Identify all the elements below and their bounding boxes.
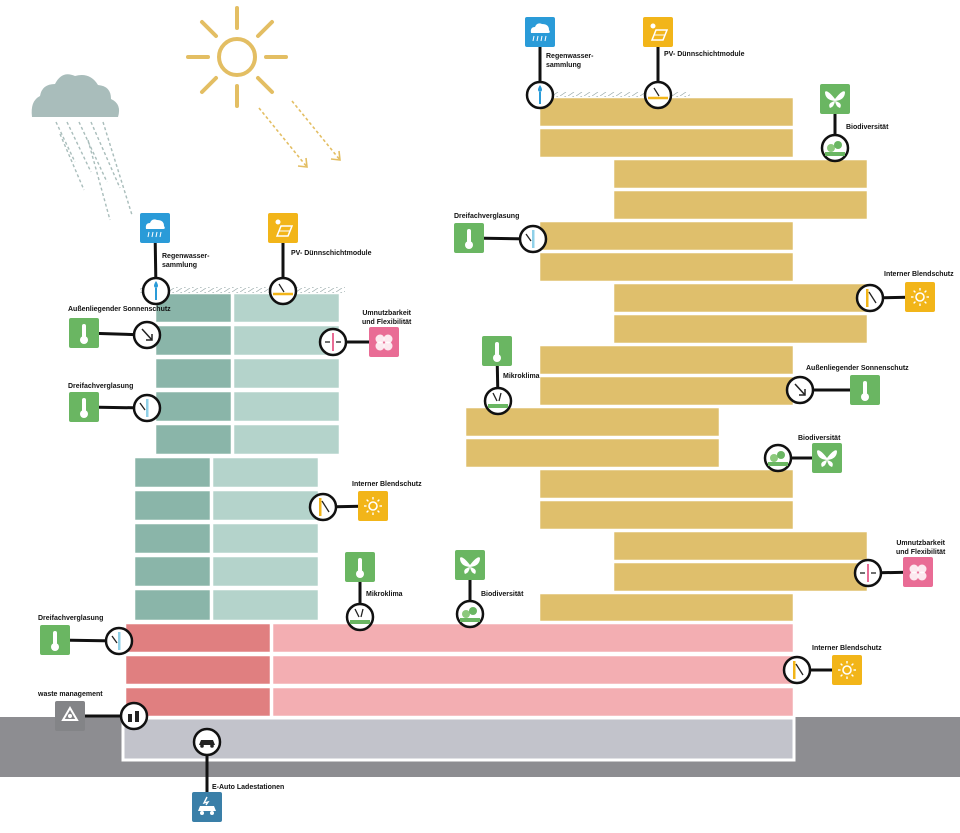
rain-cloud-graphic [31, 74, 133, 221]
thermometer-icon [454, 223, 484, 253]
label-waste: waste management [38, 691, 103, 698]
callout-microclimate-left [345, 552, 375, 632]
magnifier-detail [785, 375, 815, 405]
label-ev: E-Auto Ladestationen [212, 784, 285, 791]
callout-reuse-left [318, 327, 399, 357]
callout-pv-right [643, 17, 673, 110]
callout-rain-left [140, 213, 171, 306]
left-tower-lower [132, 455, 321, 623]
label-pv-left: PV- Dünnschichtmodule [291, 250, 372, 257]
callout-waste [55, 701, 149, 731]
callout-pv-left [268, 213, 298, 306]
sun-icon [832, 655, 862, 685]
solar-panel-icon [643, 17, 673, 47]
magnifier-detail [104, 626, 134, 656]
label-triple-right: Dreifachverglasung [454, 213, 520, 220]
callout-triple-left [69, 392, 162, 423]
thermometer-icon [69, 318, 99, 348]
magnifier-detail [525, 80, 555, 110]
callout-triple-right [454, 223, 548, 254]
recycle-icon [55, 701, 85, 731]
label-microclimate-right: Mikroklima [503, 373, 540, 380]
label-reuse-right: Umnutzbarkeit und Flexibilität [896, 540, 946, 556]
callout-rain-right [525, 17, 555, 110]
magnifier-detail [518, 224, 548, 254]
callout-sunshade-left [69, 318, 162, 350]
podium [123, 621, 796, 719]
magnifier-detail [268, 276, 298, 306]
callout-triple-podium [40, 625, 134, 656]
magnifier-detail [192, 727, 222, 757]
callout-biodiv-right-mid [763, 443, 842, 473]
sun-graphic [186, 6, 288, 108]
butterfly-icon [455, 550, 485, 580]
callout-glare-right-top [855, 282, 935, 313]
rain-cloud-icon [140, 213, 170, 243]
sun-rays-arrows [258, 100, 341, 168]
label-microclimate-left: Mikroklima [366, 591, 403, 598]
left-tower-upper [153, 291, 342, 457]
magnifier-detail [782, 655, 812, 685]
callout-biodiv-center [455, 550, 485, 629]
magnifier-detail [345, 602, 375, 632]
label-biodiv-center: Biodiversität [481, 591, 524, 598]
thermometer-icon [40, 625, 70, 655]
sun-icon [358, 491, 388, 521]
flexibility-icon [903, 557, 933, 587]
label-triple-left: Dreifachverglasung [68, 383, 134, 390]
label-glare-left: Interner Blendschutz [352, 481, 422, 488]
label-reuse-left: Umnutzbarkeit und Flexibilität [362, 310, 412, 326]
label-glare-podium: Interner Blendschutz [812, 645, 882, 652]
label-rain-left: Regenwasser- sammlung [162, 253, 210, 269]
flexibility-icon [369, 327, 399, 357]
magnifier-detail [483, 386, 513, 416]
label-pv-right: PV- Dünnschichtmodule [664, 51, 745, 58]
magnifier-detail [132, 320, 162, 350]
label-biodiv-right-mid: Biodiversität [798, 435, 841, 442]
magnifier-detail [318, 327, 348, 357]
car-charging-icon [192, 792, 222, 822]
basement [121, 716, 796, 762]
roof-hatch-left [140, 287, 345, 293]
solar-panel-icon [268, 213, 298, 243]
butterfly-icon [820, 84, 850, 114]
callout-biodiv-right-top [820, 84, 850, 163]
magnifier-detail [855, 283, 885, 313]
callout-ev [192, 727, 222, 822]
magnifier-detail [853, 558, 883, 588]
label-sunshade-right: Außenliegender Sonnenschutz [806, 365, 909, 372]
magnifier-detail [308, 492, 338, 522]
thermometer-icon [69, 392, 99, 422]
label-biodiv-right-top: Biodiversität [846, 124, 889, 131]
magnifier-detail [455, 599, 485, 629]
butterfly-icon [812, 443, 842, 473]
magnifier-detail [643, 80, 673, 110]
right-tower [463, 95, 870, 624]
label-rain-right: Regenwasser- sammlung [546, 53, 594, 69]
label-triple-podium: Dreifachverglasung [38, 615, 104, 622]
label-sunshade-left: Außenliegender Sonnenschutz [68, 306, 171, 313]
rain-cloud-icon [525, 17, 555, 47]
label-glare-right-top: Interner Blendschutz [884, 271, 954, 278]
magnifier-detail [119, 701, 149, 731]
magnifier-detail [820, 133, 850, 163]
magnifier-detail [763, 443, 793, 473]
callout-glare-podium [782, 655, 862, 685]
thermometer-icon [482, 336, 512, 366]
magnifier-detail [141, 276, 171, 306]
magnifier-detail [132, 393, 162, 423]
callout-microclimate-right [482, 336, 513, 416]
roof-hatch-right [540, 92, 690, 97]
callout-reuse-right [853, 557, 933, 588]
thermometer-icon [345, 552, 375, 582]
callout-sunshade-right [785, 375, 880, 405]
callout-glare-left [308, 491, 388, 522]
thermometer-icon [850, 375, 880, 405]
sun-icon [905, 282, 935, 312]
